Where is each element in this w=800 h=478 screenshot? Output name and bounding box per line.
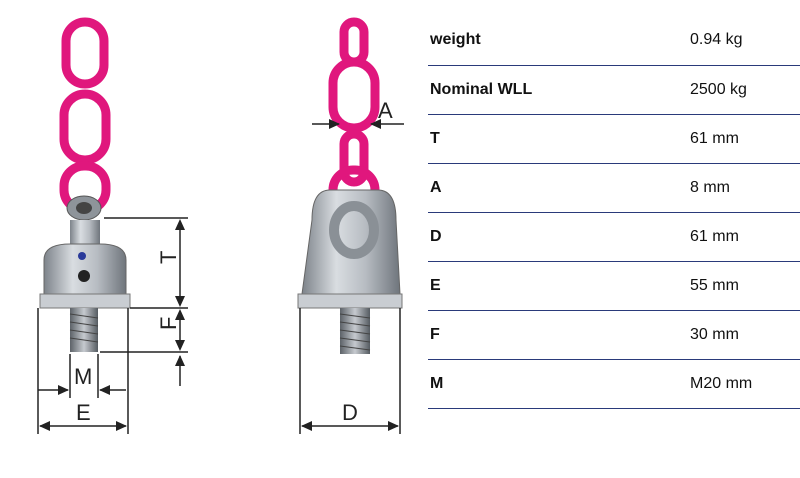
dim-label-M: M (74, 364, 92, 389)
left-view-chain (59, 17, 111, 215)
spec-label: M (430, 374, 444, 392)
dim-label-A: A (378, 98, 393, 123)
spec-label: Nominal WLL (430, 80, 533, 98)
spec-value: 2500 kg (690, 80, 747, 98)
spec-label: D (430, 227, 442, 245)
dim-label-D: D (342, 400, 358, 425)
right-view-body (297, 189, 403, 354)
spec-value: M20 mm (690, 374, 753, 392)
spec-label: weight (430, 31, 481, 49)
right-view-chain (328, 17, 380, 215)
spec-value: 8 mm (690, 178, 730, 196)
spec-value: 55 mm (690, 276, 739, 294)
spec-label: A (430, 178, 442, 196)
spec-row-a: A 8 mm (428, 163, 800, 212)
left-view-dimensions (37, 217, 188, 434)
dim-label-E: E (76, 400, 91, 425)
spec-row-t: T 61 mm (428, 114, 800, 163)
technical-drawing-svg: T F M E (37, 17, 404, 434)
spec-row-nominal-wll: Nominal WLL 2500 kg (428, 65, 800, 114)
dim-label-T: T (156, 251, 181, 264)
spec-label: F (430, 325, 440, 343)
spec-value: 61 mm (690, 129, 739, 147)
spec-row-m: M M20 mm (428, 359, 800, 408)
spec-row-d: D 61 mm (428, 212, 800, 261)
product-drawing: T F M E (37, 17, 404, 434)
spec-row-f: F 30 mm (428, 310, 800, 359)
spec-row-weight: weight 0.94 kg (428, 16, 800, 65)
spec-label: E (430, 276, 441, 294)
spec-value: 0.94 kg (690, 31, 743, 49)
left-view-body (39, 195, 131, 352)
spec-value: 61 mm (690, 227, 739, 245)
dim-label-F: F (156, 317, 181, 330)
spec-row-e: E 55 mm (428, 261, 800, 310)
right-view-dimensions (299, 119, 404, 434)
spec-value: 30 mm (690, 325, 739, 343)
spec-table: weight 0.94 kg Nominal WLL 2500 kg T 61 … (428, 16, 800, 409)
spec-label: T (430, 129, 440, 147)
